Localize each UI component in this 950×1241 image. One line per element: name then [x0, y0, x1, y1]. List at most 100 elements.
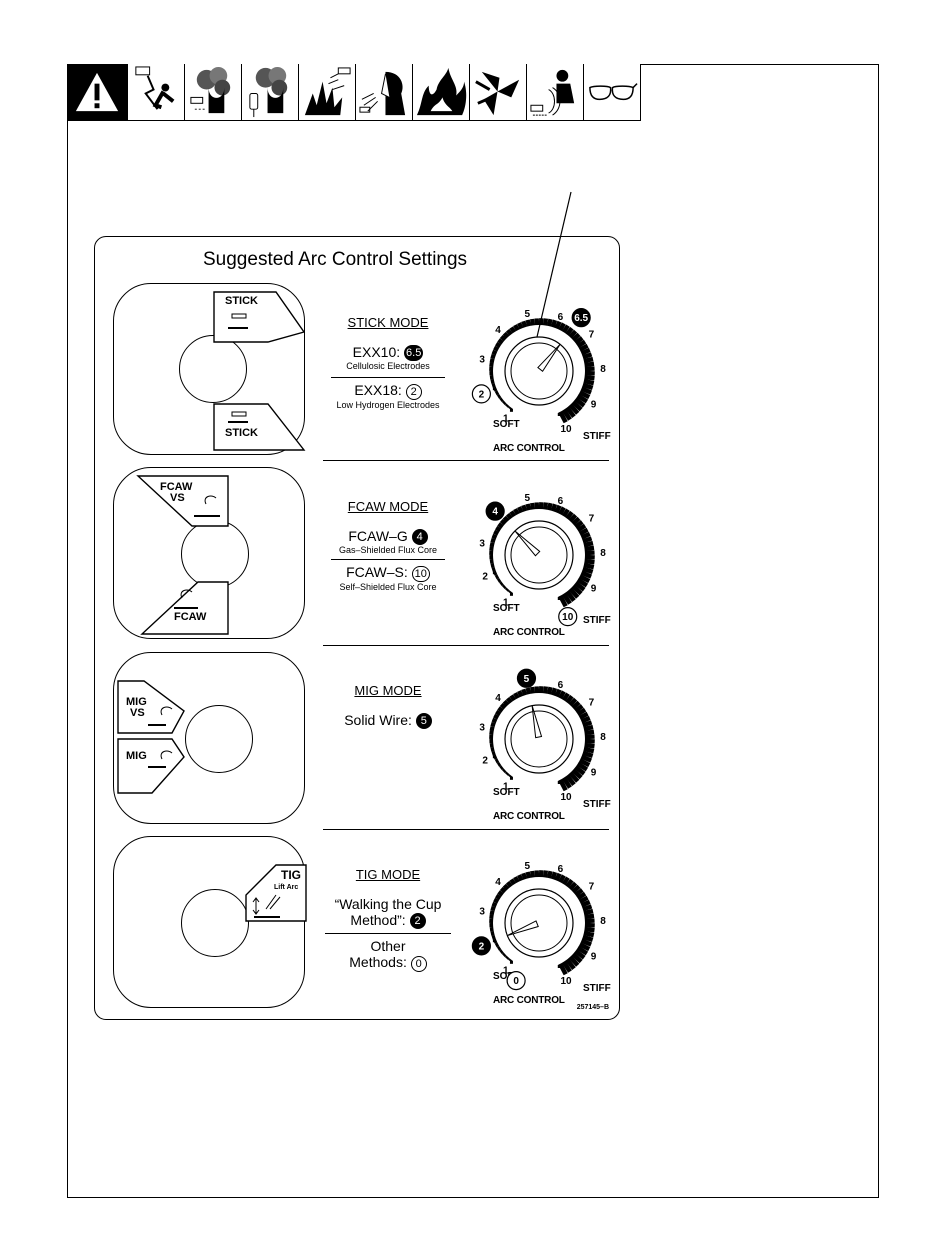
knob-hole — [179, 335, 247, 403]
dial-soft-label: SOFT — [493, 971, 520, 982]
dial-tick-label: 4 — [495, 325, 501, 336]
dial-arc-segment — [584, 545, 595, 552]
dial-arc-segment — [504, 771, 510, 776]
dial-tick-mark — [527, 874, 531, 878]
dial-arc-segment — [502, 400, 507, 406]
fcaw-tab-bottom: FCAW — [174, 611, 207, 623]
dial-svg: 12345678910SOFTSTIFF20 — [471, 861, 611, 994]
dial-tick-mark — [509, 592, 513, 596]
dial-arc-segment — [574, 397, 586, 408]
dial-arc-segment — [490, 905, 496, 912]
dial-arc-segment — [584, 374, 595, 381]
dial-tick-label: 6 — [558, 864, 564, 875]
dial-pointer — [531, 705, 543, 739]
dial-tick-label: 3 — [479, 906, 485, 917]
tig-tab-2: Lift Arc — [274, 884, 299, 891]
dial-tick-mark — [555, 876, 559, 880]
dial-alt-setting-marker: 0 — [506, 971, 526, 991]
knob-inner-ring — [510, 710, 568, 768]
dial-tick-label: 10 — [560, 424, 572, 435]
dial-tick-label: 5 — [524, 861, 530, 872]
dial-tick-mark — [490, 543, 494, 547]
dial-tick-mark — [503, 335, 507, 339]
dial-tick-label: 8 — [600, 916, 606, 927]
dial-arc-segment — [565, 878, 574, 888]
dial-tick-mark — [576, 709, 580, 713]
dial-arc-segment — [582, 904, 593, 912]
dial-tick-label: 5 — [524, 309, 530, 320]
dial-arc-segment — [521, 504, 528, 512]
dial-tick-mark — [576, 341, 580, 345]
fcaw-badge1: 4 — [411, 529, 428, 546]
dial-arc-segment — [490, 353, 496, 360]
dial-tick-mark — [492, 939, 496, 943]
dial-tick-label: 8 — [600, 548, 606, 559]
dial-arc-segment — [497, 338, 504, 345]
dial-svg: 12345678910SOFTSTIFF410 — [479, 493, 611, 627]
dial-soft-label: SOFT — [493, 419, 520, 430]
dial-arc-segment — [561, 592, 572, 605]
dial-arc-segment — [491, 382, 496, 388]
fcaw-line1: FCAW–G — [348, 528, 408, 544]
dial-arc-segment — [578, 942, 591, 952]
dial-arc-segment — [574, 888, 584, 897]
dial-arc-segment — [558, 594, 568, 608]
dial-tick-label: 1 — [503, 966, 509, 977]
dial-arc-segment — [513, 692, 520, 700]
dial-arc-segment — [530, 502, 536, 510]
dial-arc-segment — [565, 694, 574, 704]
dial-arc-segment — [495, 341, 502, 349]
dial-arc-segment — [513, 324, 520, 332]
dial-tick-label: 4 — [495, 693, 501, 704]
svg-text:2: 2 — [479, 389, 485, 400]
dial-arc-segment — [517, 690, 524, 698]
dial-arc-segment — [561, 324, 570, 334]
section-divider — [323, 645, 609, 646]
dial-arc-segment — [550, 319, 558, 328]
dial-arc-segment — [496, 761, 502, 767]
dial-tick-mark — [555, 324, 559, 328]
dial-arc-segment — [489, 546, 494, 552]
fcaw-knob-face: FCAW VS FCAW — [113, 467, 305, 639]
fcaw-tab-top-1: FCAW — [160, 481, 193, 493]
tig-tab-shapes — [245, 864, 307, 922]
stick-knob-face: STICK STICK — [113, 283, 306, 455]
dial-arc-segment — [584, 361, 595, 368]
dial-arc-segment — [496, 945, 502, 951]
dial-pointer — [514, 530, 541, 557]
dial-arc-segment — [582, 720, 593, 728]
dial-tick-mark — [490, 359, 494, 363]
dial-tick-mark — [509, 960, 513, 964]
dial-arc-segment — [490, 721, 496, 728]
dial-arc-segment — [578, 390, 591, 400]
dial-tick-label: 1 — [503, 414, 509, 425]
dial-arc-segment — [509, 694, 517, 702]
tig-line1: “Walking the Cup — [334, 896, 442, 912]
fcaw-tab-shapes — [136, 475, 229, 635]
dial-arc-segment — [584, 558, 595, 565]
dial-arc-segment — [583, 378, 595, 386]
dial-tick-label: 10 — [560, 976, 572, 987]
tig-line2: Method”: — [350, 912, 406, 928]
dial-arc-segment — [491, 533, 498, 540]
dial-arc-segment — [546, 870, 553, 879]
dial-arc-segment — [568, 955, 580, 967]
dial-arc-segment — [505, 696, 513, 704]
dial-arc-segment — [578, 343, 589, 352]
dial-arc-segment — [509, 326, 517, 334]
dial-tick-mark — [585, 552, 589, 556]
dial-arc-segment — [502, 768, 507, 774]
dial-arc-segment — [565, 406, 576, 418]
dial-arc-segment — [530, 318, 536, 326]
dial-stiff-label: STIFF — [583, 983, 611, 994]
tig-line3: Other — [370, 938, 406, 955]
knob-outer-ring — [504, 336, 574, 406]
dial-arc-segment — [490, 378, 495, 384]
dial-arc-segment — [495, 709, 502, 717]
dial-arc-segment — [576, 707, 587, 717]
tig-mode-block: TIG MODE “Walking the Cup Method”: 2 Oth… — [323, 867, 453, 972]
fcaw-arc-control-dial: 12345678910SOFTSTIFF410 — [467, 485, 637, 635]
dial-arc-segment — [558, 690, 566, 700]
dial-soft-label: SOFT — [493, 787, 520, 798]
dial-arc-segment — [582, 536, 593, 544]
